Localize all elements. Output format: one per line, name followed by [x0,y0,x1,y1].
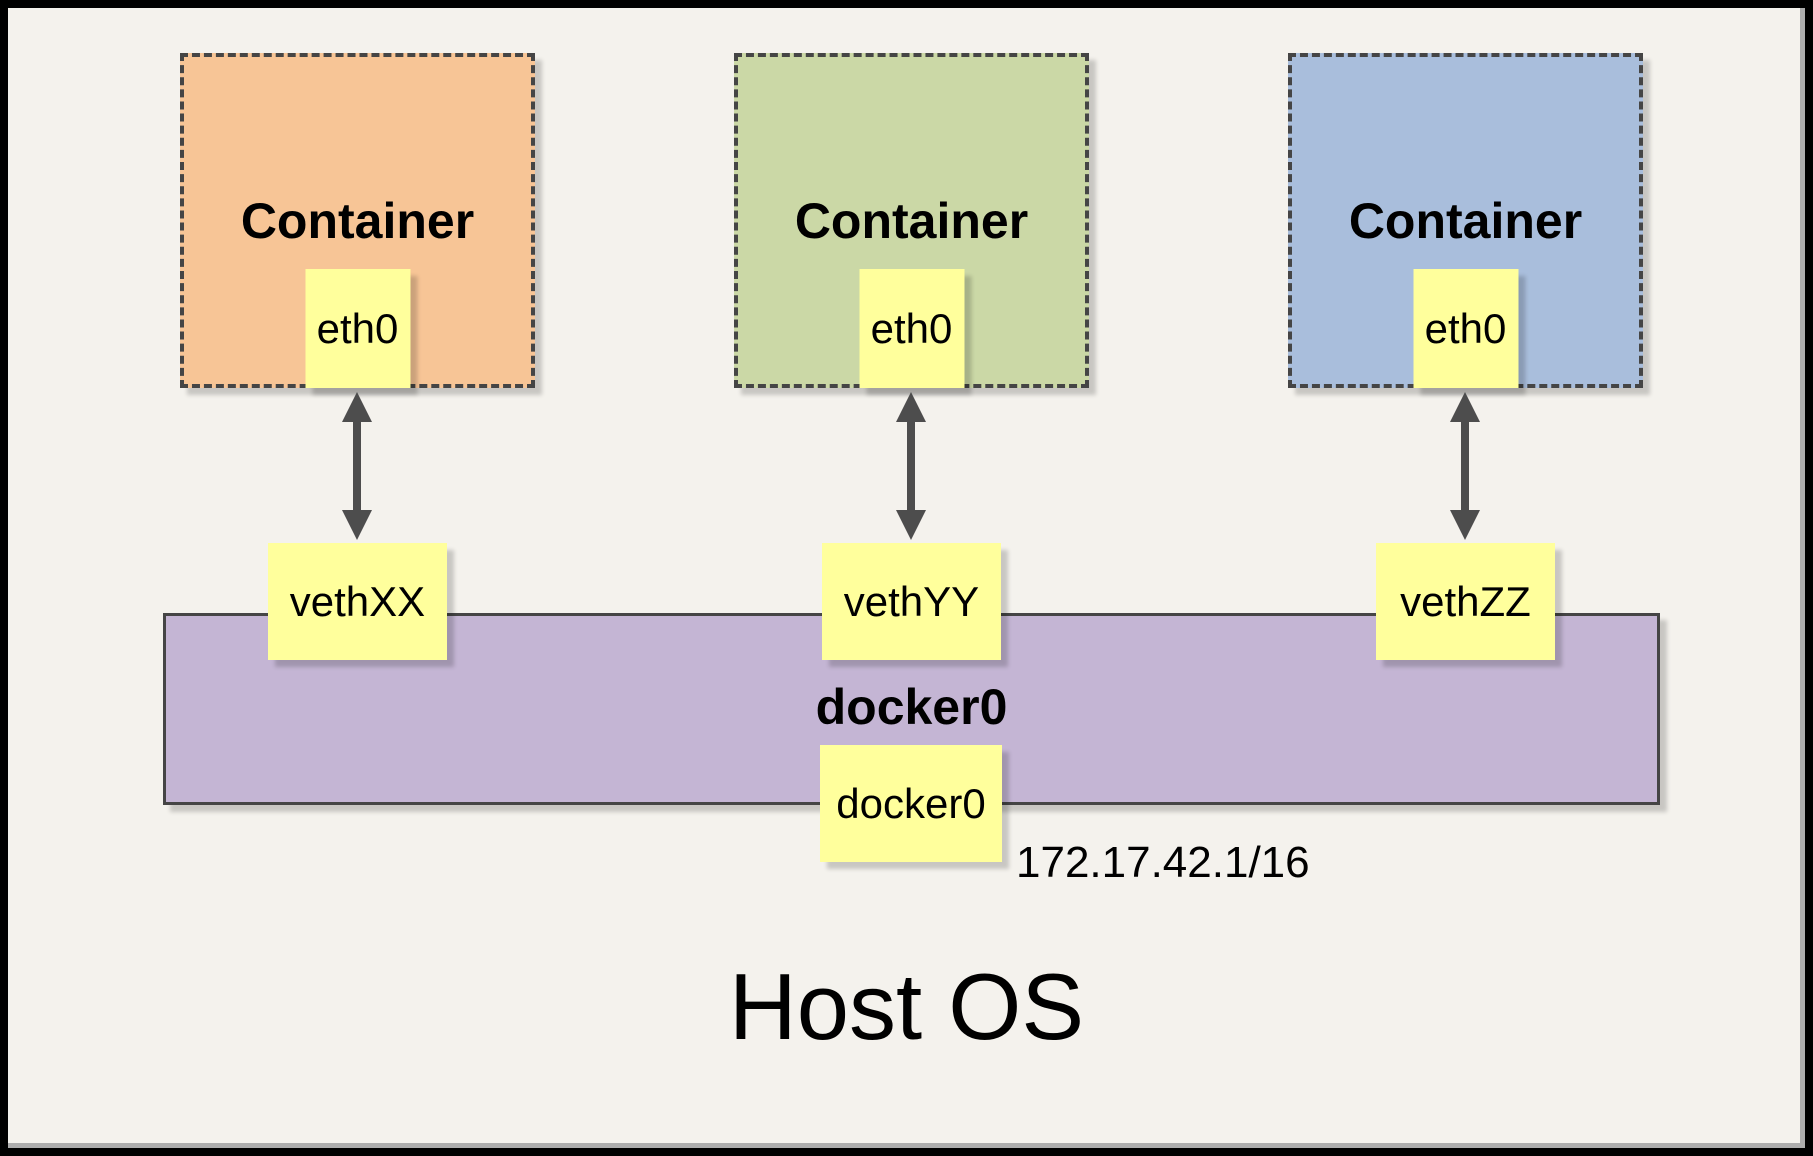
container-title: Container [240,192,475,249]
veth-interface-box: vethZZ [1376,543,1555,660]
veth-label: vethZZ [1400,577,1531,625]
container-title: Container [794,192,1029,249]
eth0-interface-box: eth0 [1413,269,1518,388]
container-box-3: Container eth0 [1288,53,1643,388]
eth0-label: eth0 [870,304,953,352]
docker0-bridge-label: docker0 [815,679,1008,735]
docker0-interface-label: docker0 [836,779,986,827]
veth-interface-box: vethXX [268,543,447,660]
container-box-2: Container eth0 [734,53,1089,388]
container-title: Container [1348,192,1583,249]
veth-label: vethXX [289,577,426,625]
bidirectional-arrow-icon [896,392,926,540]
veth-interface-box: vethYY [822,543,1001,660]
veth-label: vethYY [843,577,980,625]
eth0-interface-box: eth0 [305,269,410,388]
docker0-interface-box: docker0 [820,745,1002,862]
container-box-1: Container eth0 [180,53,535,388]
bidirectional-arrow-icon [342,392,372,540]
ip-address-label: 172.17.42.1/16 [1016,838,1310,887]
eth0-interface-box: eth0 [859,269,964,388]
eth0-label: eth0 [1424,304,1507,352]
eth0-label: eth0 [316,304,399,352]
host-os-label: Host OS [728,954,1085,1059]
bidirectional-arrow-icon [1450,392,1480,540]
